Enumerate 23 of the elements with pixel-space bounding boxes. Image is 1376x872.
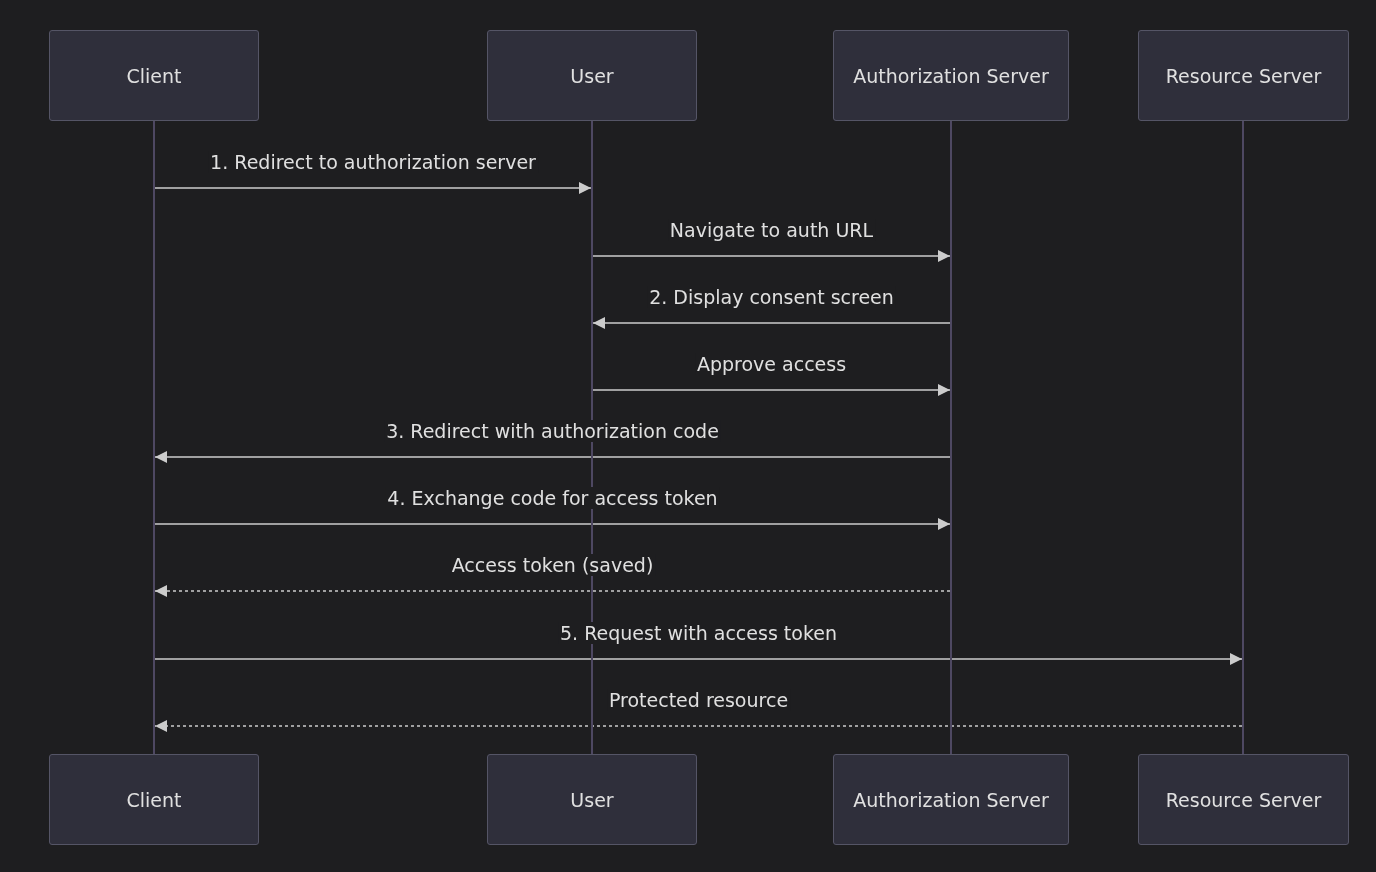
message-arrow [592, 384, 951, 396]
message-arrow [154, 585, 951, 597]
message-arrow [154, 518, 951, 530]
participant-box: User [487, 30, 697, 121]
lifeline [1242, 121, 1244, 754]
participant-box: Authorization Server [833, 30, 1069, 121]
participant-box: User [487, 754, 697, 845]
message-arrow [592, 250, 951, 262]
edge-label: 3. Redirect with authorization code [384, 420, 721, 442]
participant-box: Client [49, 754, 259, 845]
message-arrow [154, 653, 1243, 665]
message-arrow [154, 182, 592, 194]
lifeline [153, 121, 155, 754]
participant-box: Authorization Server [833, 754, 1069, 845]
lifeline [950, 121, 952, 754]
edge-label: 5. Request with access token [558, 622, 839, 644]
edge-label: 2. Display consent screen [647, 286, 896, 308]
participant-box: Client [49, 30, 259, 121]
participant-box: Resource Server [1138, 30, 1349, 121]
participant-box: Resource Server [1138, 754, 1349, 845]
message-arrow [154, 720, 1243, 732]
message-arrow [154, 451, 951, 463]
message-arrow [592, 317, 951, 329]
